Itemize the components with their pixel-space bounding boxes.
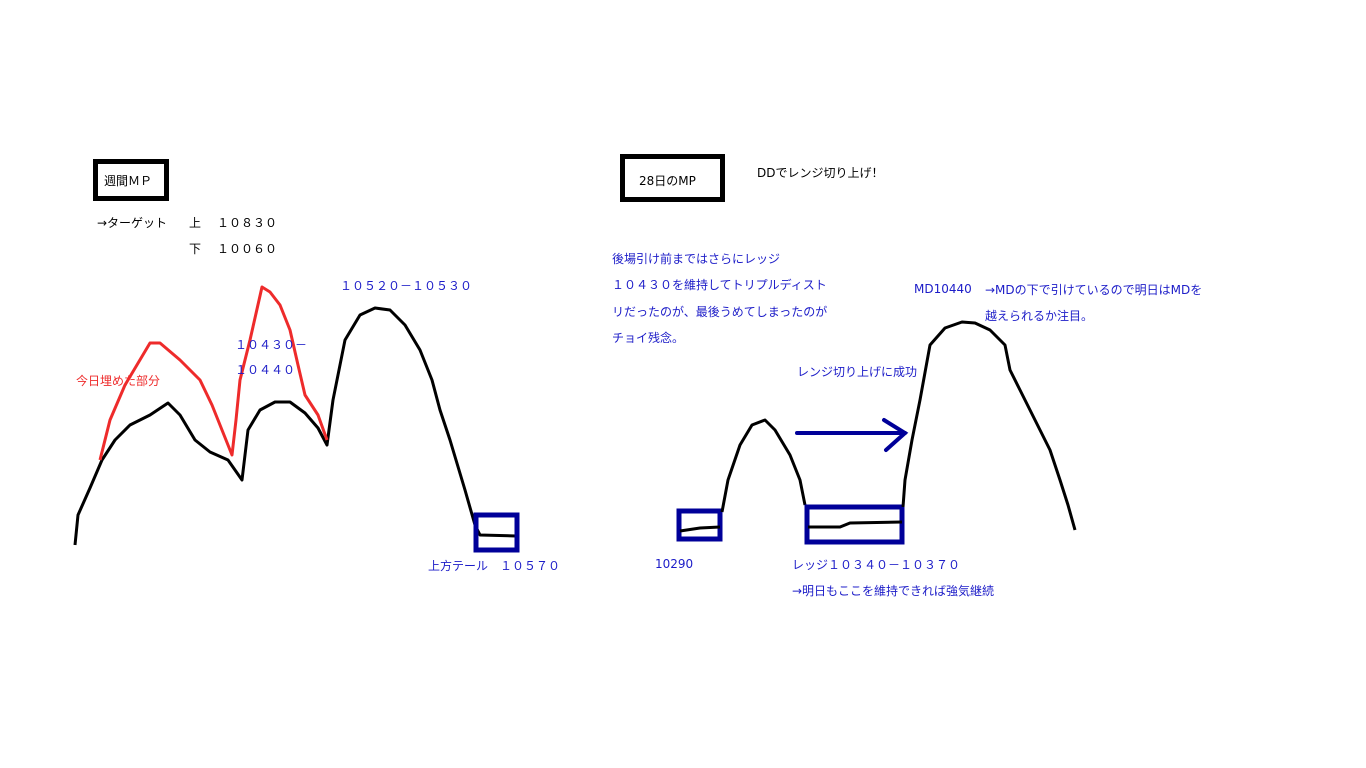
range-box [804, 504, 905, 545]
low-line [679, 525, 721, 533]
low-label: 10290 [655, 557, 694, 571]
note-line-3: リだったのが、最後うめてしまったのが [612, 305, 828, 319]
mid-range-label-2: １０４４０ [235, 363, 296, 377]
md-label: MD10440 [914, 282, 972, 296]
day-mp-title: 28日のMP [639, 174, 696, 188]
success-label: レンジ切り上げに成功 [797, 365, 918, 379]
lower-value: １００６０ [217, 242, 278, 256]
first-peak-outline [720, 418, 807, 513]
weekly-mp-title-box [93, 159, 169, 201]
headline: DDでレンジ切り上げ！ [757, 166, 884, 180]
mid-range-label-1: １０４３０－ [235, 338, 308, 352]
upper-tail-label: 上方テール １０５７０ [428, 559, 561, 573]
upper-tail-box [473, 512, 520, 553]
md-note-line-1: →MDの下で引けているので明日はMDを [985, 283, 1203, 297]
upper-label: 上 [189, 216, 202, 230]
second-peak-outline [901, 320, 1077, 531]
note-line-1: 後場引け前まではさらにレッジ [612, 252, 781, 266]
lower-label: 下 [189, 242, 202, 256]
upper-value: １０８３０ [217, 216, 278, 230]
peak-range-label: １０５２０－１０５３０ [340, 279, 473, 293]
md-note-line-2: 越えられるか注目。 [985, 309, 1094, 323]
range-line [808, 520, 903, 529]
filled-portion-label: 今日埋めた部分 [76, 374, 161, 388]
day-mp-title-box [620, 154, 725, 202]
range-label: レッジ１０３４０－１０３７０ [792, 558, 961, 572]
filled-portion-outline [98, 285, 329, 461]
weekly-mp-title: 週間ＭＰ [104, 174, 153, 188]
range-note: →明日もここを維持できれば強気継続 [792, 584, 995, 598]
arrow-right-icon [795, 418, 909, 452]
note-line-4: チョイ残念。 [612, 331, 685, 345]
weekly-profile-outline [73, 306, 517, 546]
target-label: →ターゲット [97, 216, 168, 230]
note-line-2: １０４３０を維持してトリプルディスト [612, 278, 827, 292]
low-box [676, 508, 723, 542]
